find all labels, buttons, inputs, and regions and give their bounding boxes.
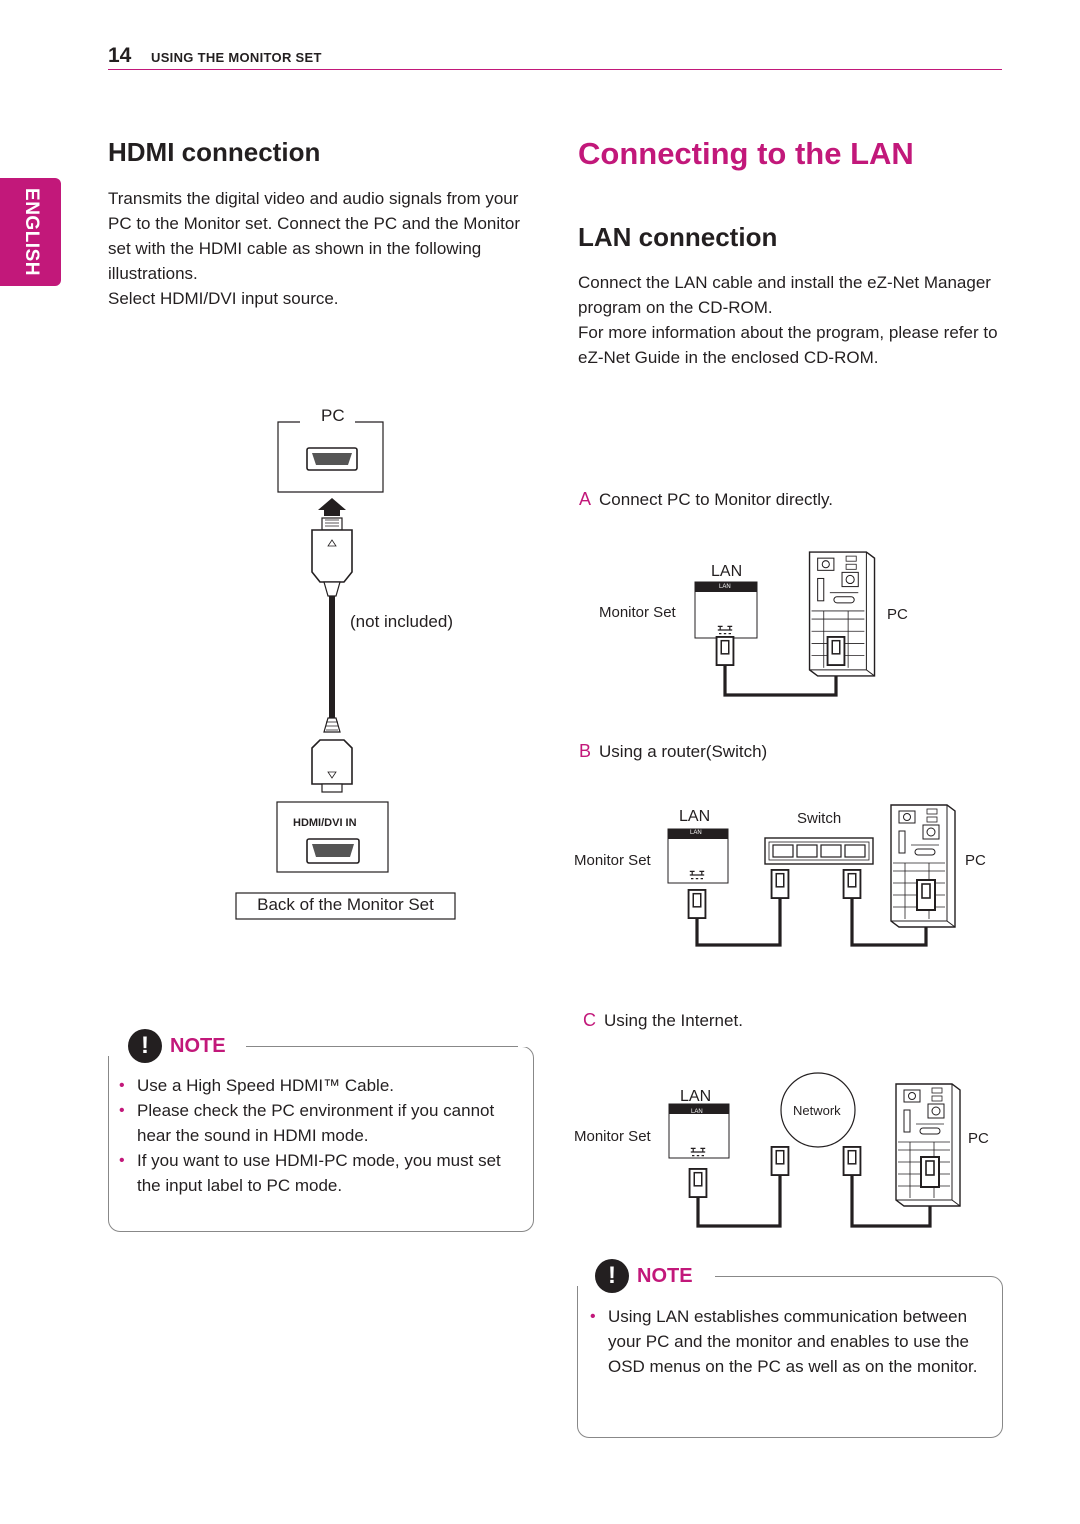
lan-note-header: ! NOTE [595,1259,713,1293]
hdmi-heading: HDMI connection [108,137,321,167]
network-label: Network [793,1103,841,1118]
hdmi-paragraph-2: Select HDMI/DVI input source. [108,289,339,308]
top-hdmi-plug [311,529,353,583]
lan-diagram-b [667,804,956,947]
lan-main-heading: Connecting to the LAN [578,136,914,171]
monitor-set-label-b: Monitor Set [574,852,651,869]
note-item: Use a High Speed HDMI™ Cable. [108,1073,518,1098]
lan-paragraph-2: For more information about the program, … [578,323,998,367]
lan-sub-heading: LAN connection [578,222,778,252]
hdmi-note-list: Use a High Speed HDMI™ Cable. Please che… [108,1073,518,1198]
back-of-monitor-label: Back of the Monitor Set [257,895,434,914]
note-item: Please check the PC environment if you c… [108,1098,518,1148]
hdmi-cable [329,596,335,718]
hdmi-paragraph: Transmits the digital video and audio si… [108,189,520,283]
lan-port-label-c: LAN [691,1109,703,1115]
arrow-up-icon [318,498,346,516]
scenario-letter: A [579,489,592,509]
bottom-hdmi-plug [311,739,353,785]
pc-label-c: PC [968,1130,989,1147]
language-tab-label: ENGLISH [20,188,42,276]
pc-label-b: PC [965,852,986,869]
exclamation-icon: ! [128,1029,162,1063]
cable-not-included-label: (not included) [350,612,454,631]
network-cloud [780,1072,856,1148]
hdmi-dvi-in-label: HDMI/DVI IN [293,817,357,829]
lan-label-c: LAN [680,1088,712,1105]
scenario-a: A Connect PC to Monitor directly. [579,489,833,510]
lan-note-list: Using LAN establishes communication betw… [579,1304,989,1379]
scenario-b: B Using a router(Switch) [579,741,767,762]
hdmi-note-header: ! NOTE [128,1029,246,1063]
hdmi-diagram [235,421,456,920]
scenario-text: Using a router(Switch) [599,742,768,761]
pc-label-a: PC [887,606,908,623]
back-of-monitor-box [235,892,456,920]
header-rule [108,69,1002,70]
lan-note-title: NOTE [637,1264,693,1287]
hdmi-pc-label: PC [321,406,345,425]
lan-diagram-c [668,1072,961,1228]
lan-port-label-a: LAN [719,584,731,590]
scenario-letter: C [583,1010,596,1030]
hdmi-note-title: NOTE [170,1034,226,1057]
scenario-text: Using the Internet. [604,1011,743,1030]
scenario-text: Connect PC to Monitor directly. [599,490,834,509]
page-number: 14 [108,44,132,67]
section-title: USING THE MONITOR SET [151,50,322,65]
lan-label-b: LAN [679,808,711,825]
monitor-set-label-c: Monitor Set [574,1128,651,1145]
lan-port-label-b: LAN [690,830,702,836]
lan-paragraph: Connect the LAN cable and install the eZ… [578,273,991,317]
monitor-set-label-a: Monitor Set [599,604,676,621]
lan-diagram-a [694,551,876,697]
language-tab[interactable]: ENGLISH [0,178,61,286]
note-item: Using LAN establishes communication betw… [579,1304,989,1379]
scenario-letter: B [579,741,592,761]
lan-label-a: LAN [711,563,743,580]
exclamation-icon: ! [595,1259,629,1293]
switch-label: Switch [797,810,842,827]
note-item: If you want to use HDMI-PC mode, you mus… [108,1148,518,1198]
scenario-c: C Using the Internet. [583,1010,743,1031]
